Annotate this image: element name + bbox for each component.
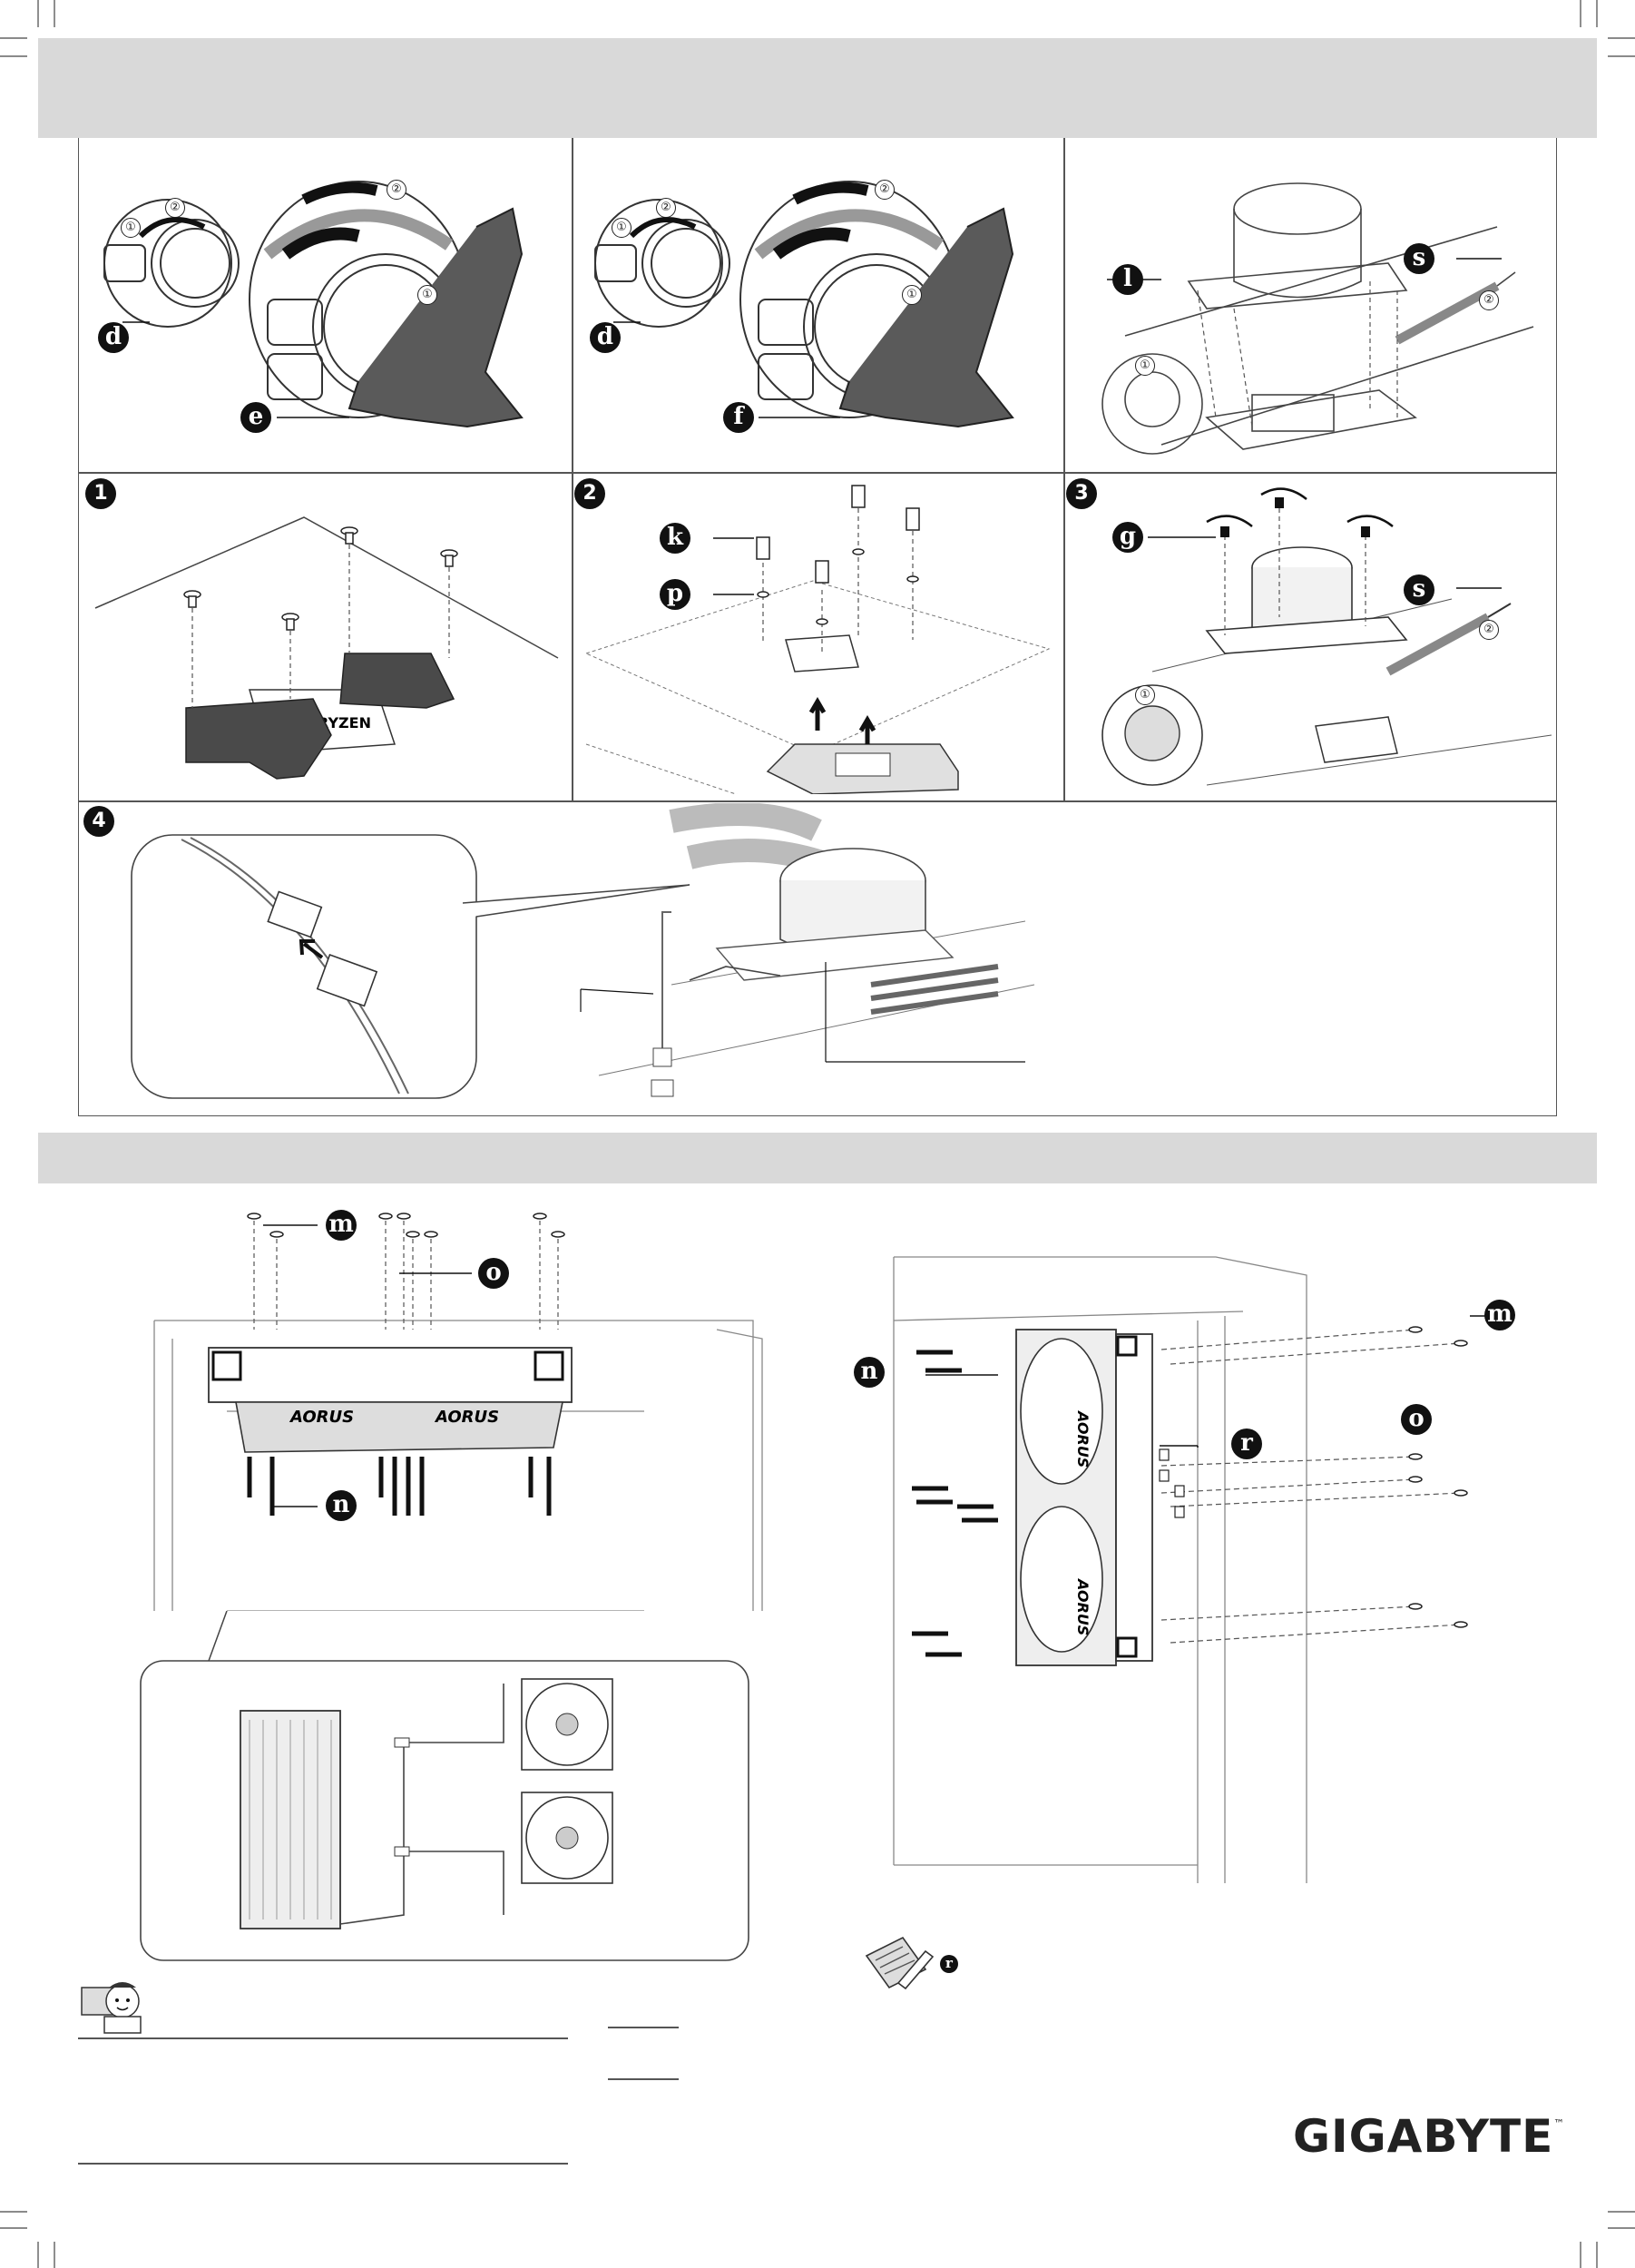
substep-1-label: ① (417, 285, 437, 305)
callout-g: g (1112, 522, 1143, 553)
divider-v2 (1063, 138, 1065, 800)
substep-1-label: ① (902, 285, 922, 305)
divider-v1 (572, 138, 573, 800)
fan-label: AORUS (1074, 1577, 1092, 1635)
callout-o: o (1401, 1404, 1432, 1435)
callout-k: k (660, 523, 690, 554)
top-mount-illustration: AORUS AORUS (153, 1213, 763, 1611)
installation-frame (78, 138, 1557, 1116)
callout-s: s (1404, 243, 1434, 274)
note-pencil-icon (865, 1936, 935, 1990)
substep-1-label: ① (1135, 356, 1155, 376)
step-4-number: 4 (83, 806, 114, 837)
tip-rule-top (78, 2037, 568, 2039)
step-2-illustration (584, 485, 1051, 794)
callout-n: n (326, 1490, 357, 1521)
front-mount-illustration: AORUS AORUS (893, 1256, 1511, 1883)
callout-l: l (1112, 264, 1143, 295)
fan-label: AORUS (1074, 1409, 1092, 1468)
substep-2-label: ② (1479, 290, 1499, 310)
callout-m: m (326, 1210, 357, 1241)
substep-2-label: ② (875, 180, 895, 200)
callout-f: f (723, 402, 754, 433)
step-4-illustration (131, 803, 1035, 1099)
fan-label: AORUS (289, 1408, 354, 1427)
step-1-number: 1 (85, 478, 116, 509)
callout-p: p (660, 579, 690, 610)
callout-m: m (1484, 1300, 1515, 1330)
panel-bracket-f-illustration (594, 181, 1014, 428)
step-2-number: 2 (574, 478, 605, 509)
fan-wiring-illustration (140, 1611, 749, 1961)
logo-text: GIGABYTE (1293, 2110, 1554, 2163)
chip-label: RYZEN (318, 714, 371, 731)
step-3-number: 3 (1066, 478, 1097, 509)
substep-1-label: ① (121, 218, 141, 238)
callout-o: o (478, 1258, 509, 1289)
divider-h1 (78, 472, 1557, 474)
panel-bracket-e-illustration (103, 181, 524, 428)
substep-2-label: ② (656, 198, 676, 218)
callout-n: n (854, 1357, 885, 1388)
panel-pump-paste-illustration (1101, 182, 1534, 455)
callout-e: e (240, 402, 271, 433)
trademark-symbol: ™ (1553, 2117, 1566, 2130)
tip-rule-bottom (78, 2163, 568, 2165)
step-1-illustration: RYZEN (94, 516, 559, 780)
mascot-tip-icon (81, 1982, 142, 2034)
header-band-top (38, 38, 1597, 138)
callout-r: r (1231, 1429, 1262, 1459)
step-3-illustration (1101, 487, 1552, 786)
substep-2-label: ② (387, 180, 406, 200)
divider-h2 (78, 800, 1557, 802)
substep-1-label: ① (1135, 685, 1155, 705)
substep-1-label: ① (612, 218, 631, 238)
header-band-middle (38, 1133, 1597, 1183)
callout-d: d (590, 322, 621, 353)
substep-2-label: ② (1479, 620, 1499, 640)
callout-d: d (98, 322, 129, 353)
gigabyte-logo: GIGABYTE™ (1293, 2110, 1565, 2163)
callout-s: s (1404, 574, 1434, 605)
substep-2-label: ② (165, 198, 185, 218)
short-rule-2 (608, 2078, 679, 2080)
fan-label: AORUS (434, 1408, 499, 1427)
callout-r-note: r (940, 1955, 958, 1973)
short-rule-1 (608, 2027, 679, 2028)
